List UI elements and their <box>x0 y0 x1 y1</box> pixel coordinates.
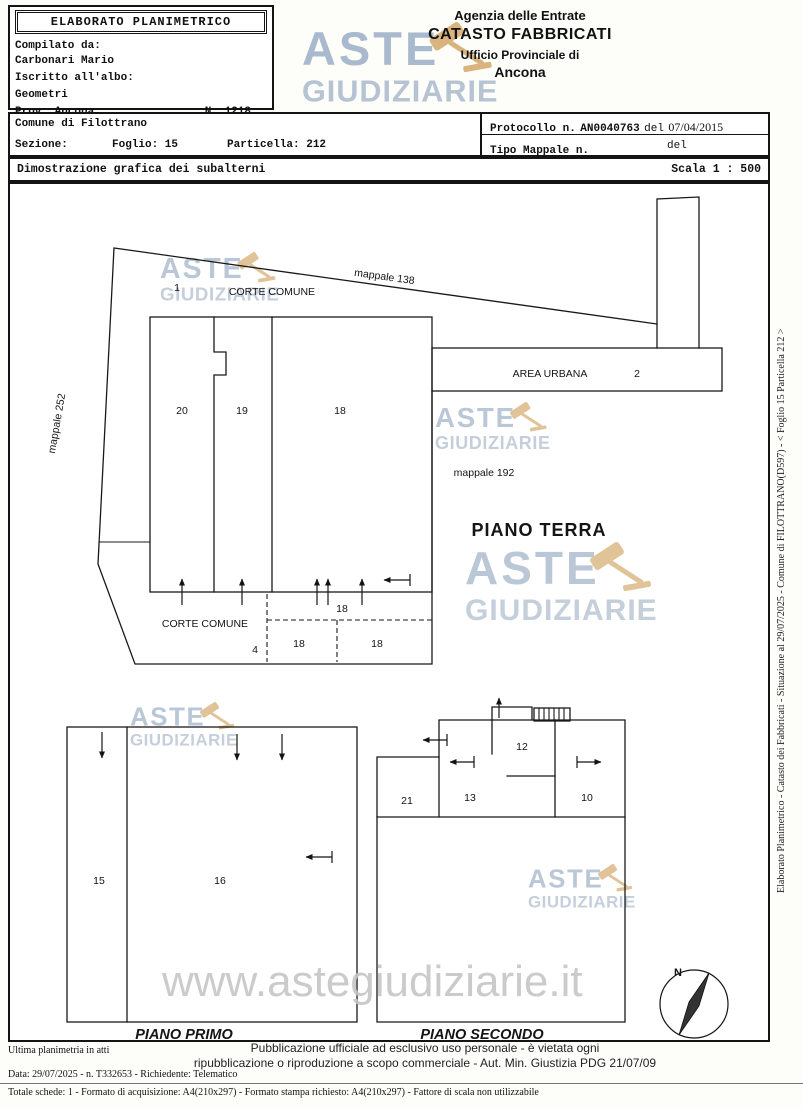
footer-totale-line: Totale schede: 1 - Formato di acquisizio… <box>0 1083 803 1098</box>
agency-name: Agenzia delle Entrate <box>454 8 586 23</box>
cell-label-18c: 18 <box>371 638 383 650</box>
floor-plan-drawing: mappale 138 mappale 252 1 CORTE COMUNE A… <box>46 196 729 1043</box>
mappale-192-label: mappale 192 <box>454 467 515 479</box>
subalterno-2-label: 2 <box>634 368 640 380</box>
elaborato-header-box: ELABORATO PLANIMETRICO Compilato da: Car… <box>8 5 274 118</box>
protocollo-row: Protocollo n. AN0040763 del 07/04/2015 <box>482 114 768 135</box>
subalterno-4-label: 4 <box>252 644 258 656</box>
agency-block: Agenzia delle Entrate CATASTO FABBRICATI… <box>418 8 622 80</box>
info-band-left: Comune di Filottrano Sezione: Foglio: 15… <box>10 114 480 155</box>
title-band: Dimostrazione grafica dei subalterni Sca… <box>8 157 770 182</box>
protocollo-date: 07/04/2015 <box>668 120 724 134</box>
area-urbana-label: AREA URBANA <box>513 368 588 380</box>
foglio-value: Foglio: 15 <box>112 139 179 151</box>
piano-primo-outline <box>66 726 358 1023</box>
corte-comune-bottom-label: CORTE COMUNE <box>162 618 248 630</box>
iscritto-value: Geometri <box>15 88 68 101</box>
tipo-mappale-del: del <box>667 140 687 152</box>
mappale-252-label: mappale 252 <box>46 392 68 454</box>
corte-comune-top-label: CORTE COMUNE <box>229 286 315 298</box>
comune-label: Comune di Filottrano <box>15 118 148 130</box>
subdivision-18-cells <box>266 594 432 662</box>
stairs-symbol <box>533 707 571 722</box>
iscritto-label: Iscritto all'albo: <box>15 72 134 84</box>
plan-labels: mappale 138 mappale 252 1 CORTE COMUNE A… <box>46 267 640 1043</box>
tipo-mappale-label: Tipo Mappale n. <box>490 145 590 157</box>
compilato-label: Compilato da: <box>15 40 101 52</box>
compilato-value: Carbonari Mario <box>15 54 115 67</box>
catasto-fabbricati-title: CATASTO FABBRICATI <box>428 26 612 43</box>
compass: N <box>659 967 729 1039</box>
dimostrazione-title: Dimostrazione grafica dei subalterni <box>17 163 266 176</box>
piano-secondo-title: PIANO SECONDO <box>420 1027 544 1040</box>
cell-label-18a: 18 <box>336 603 348 615</box>
room-label-19: 19 <box>236 405 248 417</box>
protocollo-del: del <box>644 123 664 135</box>
room-label-16: 16 <box>214 875 226 887</box>
piano-primo-title: PIANO PRIMO <box>135 1027 233 1040</box>
ufficio-city: Ancona <box>494 64 546 80</box>
particella-value: Particella: 212 <box>227 139 327 151</box>
room-label-10: 10 <box>581 792 593 804</box>
url-watermark: www.astegiudiziarie.it <box>161 957 583 1006</box>
room-label-13: 13 <box>464 792 476 804</box>
vertical-caption-column: Elaborato Planimetrico - Catasto dei Fab… <box>776 182 800 1040</box>
footer-publication-notice: Pubblicazione ufficiale ad esclusivo uso… <box>130 1041 720 1071</box>
compass-circle <box>659 969 729 1039</box>
room-label-18: 18 <box>334 405 346 417</box>
piano-secondo-outline <box>376 706 626 1023</box>
scale-value: Scala 1 : 500 <box>671 163 761 176</box>
ufficio-provinciale-label: Ufficio Provinciale di <box>460 48 580 62</box>
tipo-mappale-row: Tipo Mappale n. del <box>482 136 768 158</box>
footer-ultima: Ultima planimetria in atti <box>8 1045 110 1056</box>
vertical-caption: Elaborato Planimetrico - Catasto dei Fab… <box>776 328 787 894</box>
mappale-138-label: mappale 138 <box>354 267 416 287</box>
room-label-21: 21 <box>401 795 413 807</box>
footer-pub-line2: ripubblicazione o riproduzione a scopo c… <box>193 1056 657 1070</box>
info-band-right: Protocollo n. AN0040763 del 07/04/2015 T… <box>480 114 768 158</box>
info-band: Comune di Filottrano Sezione: Foglio: 15… <box>8 112 770 157</box>
drawing-area: mappale 138 mappale 252 1 CORTE COMUNE A… <box>8 182 770 1043</box>
protocollo-number: AN0040763 <box>580 123 640 135</box>
subalterno-1-label: 1 <box>174 282 180 294</box>
room-label-12: 12 <box>516 741 528 753</box>
building-piano-terra <box>149 316 433 593</box>
room-label-20: 20 <box>176 405 188 417</box>
protocollo-label: Protocollo n. <box>490 123 576 135</box>
piano-terra-title: PIANO TERRA <box>471 520 606 540</box>
elaborato-title: ELABORATO PLANIMETRICO <box>17 12 265 32</box>
footer-pub-line1: Pubblicazione ufficiale ad esclusivo uso… <box>250 1041 600 1055</box>
room-label-15: 15 <box>93 875 105 887</box>
compass-needle <box>678 972 710 1036</box>
footer-data-line: Data: 29/07/2025 - n. T332653 - Richiede… <box>8 1069 238 1080</box>
sezione-label: Sezione: <box>15 139 68 151</box>
north-label: N <box>674 967 682 979</box>
door-arrows <box>99 574 602 863</box>
plan-watermarks <box>130 251 658 912</box>
cell-label-18b: 18 <box>293 638 305 650</box>
elaborato-title-frame: ELABORATO PLANIMETRICO <box>15 10 267 34</box>
